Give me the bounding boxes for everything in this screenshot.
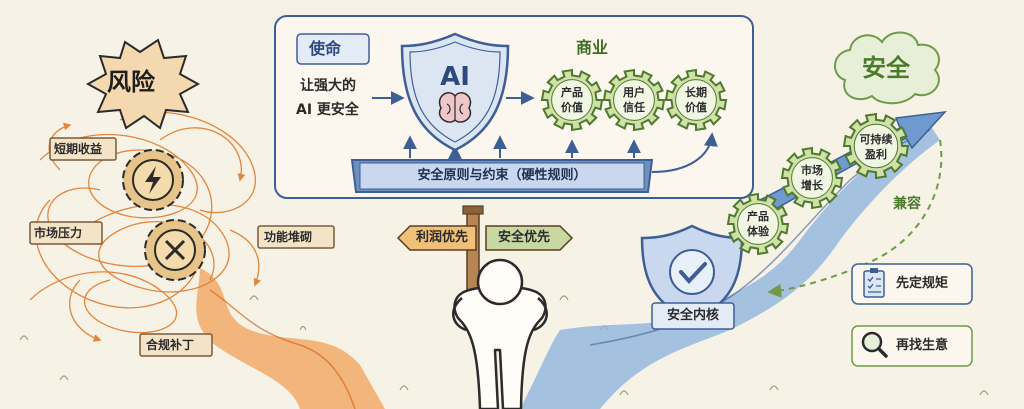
mission-text-line2: AI 更安全 (296, 102, 359, 118)
growth-gear-1-label2: 体验 (747, 225, 769, 238)
mission-label: 使命 (309, 39, 342, 58)
tag-short-term: 短期收益 (54, 142, 103, 156)
risk-title: 风险 (107, 68, 155, 96)
tag-market-pressure: 市场压力 (34, 226, 83, 240)
lightning-gear (122, 149, 184, 211)
growth-gear-3-hub (853, 123, 899, 169)
panel-gear-1-label2: 价值 (561, 101, 583, 114)
safety-core-label-box (651, 302, 735, 330)
panel-gear-1-label: 产品 (561, 86, 583, 99)
risk-tag-boxes (29, 137, 335, 357)
broken-gear (144, 219, 206, 281)
safety-title: 安全 (862, 54, 910, 82)
safety-core-label: 安全内核 (666, 308, 719, 323)
growth-gear-2-hub (791, 157, 833, 199)
panel-gear-2-hub (613, 79, 655, 121)
mission-text-line1: 让强大的 (300, 78, 356, 94)
panel-gear-3-hub (675, 79, 717, 121)
ai-label: AI (440, 62, 470, 92)
orange-path (196, 268, 385, 409)
compat-label: 兼容 (893, 196, 921, 212)
growth-gear-3-label: 可持续 (859, 133, 893, 146)
checklist-icon (863, 268, 885, 298)
mission-label-box (296, 33, 370, 65)
panel-gear-2-label2: 信任 (623, 101, 645, 114)
rules-callout-text: 先定规矩 (896, 276, 949, 291)
business-label: 商业 (576, 38, 609, 57)
brain-icon (438, 92, 472, 123)
constraint-text: 安全原则与约束（硬性规则） (360, 168, 644, 184)
growth-gear-1-hub (737, 203, 779, 245)
check-icon (679, 262, 707, 284)
person-figure (452, 258, 548, 409)
growth-gear-1-label: 产品 (747, 210, 769, 223)
panel-gear-3-label2: 价值 (685, 101, 707, 114)
business-callout-box (851, 325, 973, 367)
business-gears (540, 68, 728, 132)
tag-compliance-patch: 合规补丁 (146, 338, 195, 352)
growth-gears (726, 112, 910, 256)
growth-gear-2-label: 市场 (801, 164, 823, 177)
tag-feature-stacking: 功能堆砌 (264, 230, 313, 244)
business-callout-text: 再找生意 (896, 338, 949, 353)
sign-right-label: 安全优先 (497, 230, 550, 245)
growth-gear-2-label2: 增长 (801, 179, 823, 192)
constraint-sub: （硬性规则） (508, 168, 587, 183)
magnifier-icon (861, 331, 888, 358)
growth-gear-3-label2: 盈利 (865, 148, 887, 161)
risk-burst (85, 38, 201, 130)
panel-gear-1-hub (551, 79, 593, 121)
safety-cloud (834, 31, 940, 105)
panel-gear-2-label: 用户 (623, 86, 645, 99)
sign-left-label: 利润优先 (415, 230, 468, 245)
constraint-main: 安全原则与约束 (417, 168, 509, 183)
panel-gear-3-label: 长期 (685, 86, 707, 99)
